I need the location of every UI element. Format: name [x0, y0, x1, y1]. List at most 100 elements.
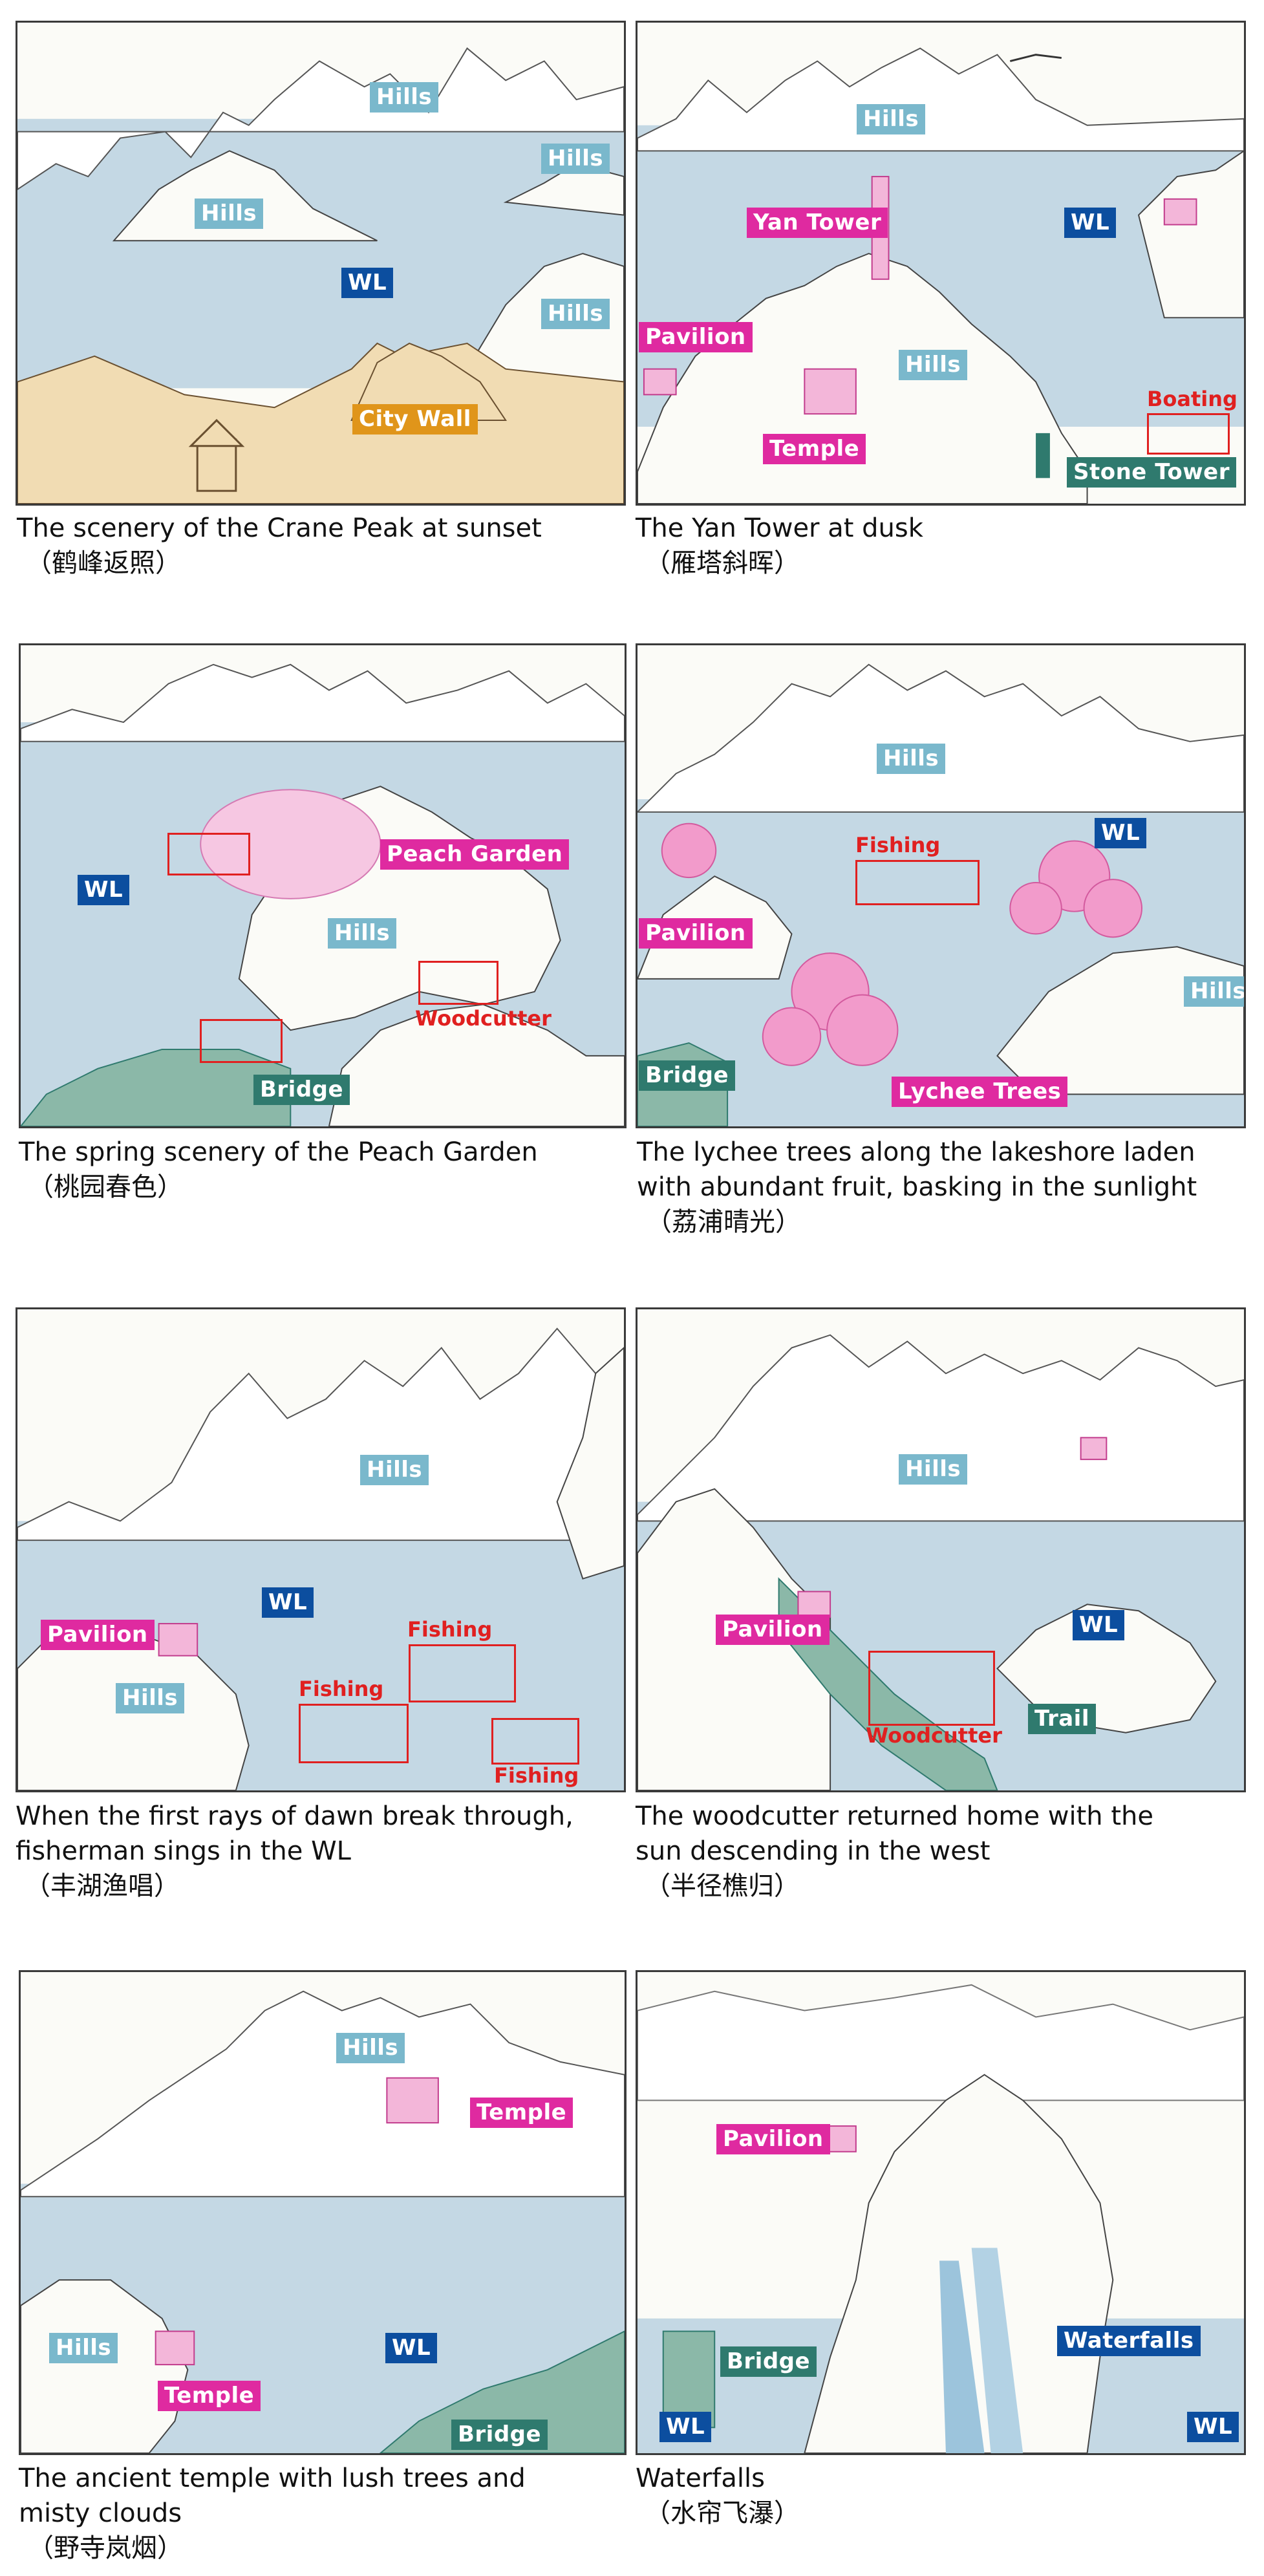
caption-waterfalls: Waterfalls （水帘飞瀑）	[636, 2461, 1246, 2531]
label-wl: WL	[262, 1587, 314, 1618]
panel-crane-peak: Hills Hills Hills WL Hills City Wall	[16, 21, 626, 506]
label-fishing: Fishing	[407, 1617, 493, 1642]
caption-en: The lychee trees along the lakeshore lad…	[637, 1137, 1195, 1167]
label-hills: Hills	[328, 918, 397, 949]
boat-highlight-box	[167, 833, 250, 875]
caption-yan-tower: The Yan Tower at dusk （雁塔斜晖）	[636, 511, 1246, 581]
label-fishing: Fishing	[855, 833, 941, 857]
label-trail: Trail	[1028, 1704, 1096, 1734]
label-temple: Temple	[470, 2098, 573, 2128]
caption-zh: （雁塔斜晖）	[645, 548, 800, 578]
lychee-illustration	[637, 663, 1244, 1126]
caption-crane-peak: The scenery of the Crane Peak at sunset …	[17, 511, 625, 581]
caption-dawn-fisherman: When the first rays of dawn break throug…	[16, 1799, 626, 1904]
caption-zh: （鹤峰返照）	[26, 548, 181, 578]
caption-woodcutter-return: The woodcutter returned home with the su…	[636, 1799, 1246, 1904]
caption-en: The Yan Tower at dusk	[636, 513, 923, 543]
label-temple: Temple	[763, 434, 866, 464]
label-pavilion: Pavilion	[639, 918, 753, 949]
label-yan-tower: Yan Tower	[747, 208, 888, 238]
label-pavilion: Pavilion	[639, 322, 753, 352]
label-pavilion: Pavilion	[716, 1615, 830, 1645]
yan-tower-illustration	[637, 47, 1244, 504]
label-city-wall: City Wall	[352, 404, 478, 435]
label-bridge: Bridge	[639, 1060, 736, 1091]
label-woodcutter: Woodcutter	[866, 1723, 1002, 1748]
panel-dawn-fisherman: Hills WL Fishing Pavilion Fishing Hills …	[16, 1307, 626, 1792]
label-hills: Hills	[49, 2333, 118, 2363]
caption-ancient-temple: The ancient temple with lush trees and m…	[19, 2461, 627, 2566]
peach-garden-illustration	[21, 663, 625, 1126]
label-wl: WL	[341, 268, 394, 298]
caption-en: The scenery of the Crane Peak at sunset	[17, 513, 542, 543]
label-lychee-trees: Lychee Trees	[892, 1077, 1068, 1107]
label-hills: Hills	[899, 1454, 968, 1485]
label-hills: Hills	[541, 144, 610, 174]
fishing-highlight-box	[200, 1019, 283, 1063]
woodcutter-highlight-box	[418, 961, 498, 1005]
caption-zh: （半径樵归）	[645, 1871, 800, 1901]
panel-yan-tower: Hills Yan Tower WL Pavilion Hills Temple…	[636, 21, 1246, 506]
caption-en: The spring scenery of the Peach Garden	[19, 1137, 538, 1167]
dawn-fisherman-illustration	[17, 1327, 624, 1790]
panel-woodcutter-return: Hills Pavilion WL Trail Woodcutter	[636, 1307, 1246, 1792]
label-wl: WL	[78, 875, 130, 905]
label-hills: Hills	[195, 199, 264, 229]
label-hills: Hills	[1184, 976, 1244, 1007]
fishing-highlight-box	[409, 1644, 516, 1702]
label-fishing: Fishing	[299, 1677, 384, 1701]
label-hills: Hills	[116, 1683, 185, 1713]
label-wl: WL	[1095, 818, 1147, 848]
label-bridge: Bridge	[253, 1075, 350, 1105]
label-wl: WL	[385, 2333, 438, 2363]
fishing-highlight-box	[855, 860, 980, 905]
ancient-temple-illustration	[21, 1990, 625, 2453]
caption-zh: （水帘飞瀑）	[645, 2498, 800, 2528]
label-hills: Hills	[336, 2033, 405, 2063]
label-hills: Hills	[899, 350, 968, 380]
label-fishing: Fishing	[494, 1763, 579, 1788]
caption-en: sun descending in the west	[636, 1836, 991, 1866]
crane-peak-illustration	[17, 47, 624, 504]
label-stone-tower: Stone Tower	[1067, 457, 1236, 488]
caption-zh: （丰湖渔唱）	[25, 1871, 180, 1901]
caption-en: When the first rays of dawn break throug…	[16, 1801, 573, 1831]
panel-ancient-temple: Hills Temple Hills WL Temple Bridge	[19, 1970, 627, 2455]
label-peach-garden: Peach Garden	[380, 839, 570, 870]
caption-lychee: The lychee trees along the lakeshore lad…	[637, 1135, 1247, 1240]
label-wl: WL	[1073, 1610, 1125, 1640]
fishing-highlight-box	[299, 1704, 409, 1763]
caption-zh: （荔浦晴光）	[646, 1207, 801, 1237]
woodcutter-highlight-box	[868, 1651, 995, 1726]
panel-peach-garden: Peach Garden WL Hills Woodcutter Bridge	[19, 643, 627, 1128]
fishing-highlight-box	[491, 1718, 579, 1765]
caption-en: misty clouds	[19, 2498, 182, 2528]
label-wl: WL	[1187, 2412, 1239, 2442]
caption-en: The ancient temple with lush trees and	[19, 2463, 526, 2493]
label-hills: Hills	[857, 104, 926, 134]
label-hills: Hills	[370, 82, 439, 113]
label-hills: Hills	[541, 299, 610, 329]
label-wl: WL	[1064, 208, 1117, 238]
label-pavilion: Pavilion	[41, 1620, 155, 1650]
caption-peach-garden: The spring scenery of the Peach Garden （…	[19, 1135, 627, 1205]
label-waterfalls: Waterfalls	[1057, 2326, 1201, 2356]
label-bridge: Bridge	[451, 2420, 548, 2450]
label-hills: Hills	[360, 1455, 429, 1485]
panel-waterfalls: Pavilion Waterfalls Bridge WL WL	[636, 1970, 1246, 2455]
boating-highlight-box	[1147, 413, 1230, 455]
panel-lychee: Hills WL Fishing Pavilion Hills Bridge L…	[636, 643, 1246, 1128]
label-temple: Temple	[158, 2381, 261, 2411]
caption-zh: （野寺岚烟）	[28, 2533, 183, 2563]
label-bridge: Bridge	[720, 2346, 817, 2377]
label-woodcutter: Woodcutter	[415, 1006, 552, 1031]
waterfalls-illustration	[637, 1984, 1244, 2453]
label-boating: Boating	[1147, 387, 1237, 411]
caption-en: Waterfalls	[636, 2463, 765, 2493]
label-hills: Hills	[877, 744, 946, 774]
label-wl: WL	[659, 2412, 712, 2442]
caption-zh: （桃园春色）	[28, 1172, 183, 1202]
caption-en: fisherman sings in the WL	[16, 1836, 351, 1866]
label-pavilion: Pavilion	[716, 2124, 830, 2154]
caption-en: with abundant fruit, basking in the sunl…	[637, 1172, 1197, 1202]
